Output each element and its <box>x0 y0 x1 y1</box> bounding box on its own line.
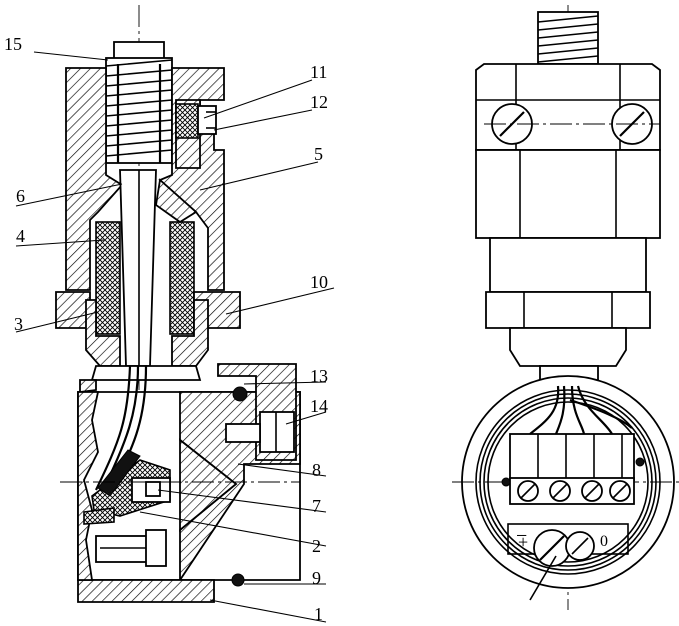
lock-screw <box>175 103 217 139</box>
label-5: 5 <box>314 144 323 164</box>
exterior-thread <box>537 11 599 65</box>
electronics-housing <box>77 363 301 603</box>
exterior-hex-upper <box>475 63 661 151</box>
label-11: 11 <box>310 62 327 82</box>
mark-zero: 0 <box>600 533 608 550</box>
label-14: 14 <box>310 396 328 416</box>
label-10: 10 <box>310 272 328 292</box>
thread-fitting <box>105 41 173 164</box>
section-view: 15 11 12 5 6 4 10 3 13 14 8 7 2 9 1 <box>4 5 335 624</box>
housing-3 <box>85 299 209 381</box>
terminal-board <box>83 449 171 567</box>
label-1: 1 <box>314 604 323 624</box>
label-6: 6 <box>16 186 25 206</box>
exterior-terminal-block <box>501 433 645 505</box>
label-12: 12 <box>310 92 328 112</box>
label-8: 8 <box>312 460 321 480</box>
exterior-adjusters: − + 0 <box>507 523 629 601</box>
callout-labels: 15 11 12 5 6 4 10 3 13 14 8 7 2 9 1 <box>4 34 328 624</box>
label-9: 9 <box>312 568 321 588</box>
label-4: 4 <box>16 226 25 246</box>
label-13: 13 <box>310 366 328 386</box>
exterior-hex-lower <box>475 149 661 387</box>
mark-minus: − <box>516 525 527 547</box>
leader-lines <box>15 51 335 623</box>
label-15: 15 <box>4 34 22 54</box>
exterior-wires <box>529 385 633 435</box>
label-3: 3 <box>14 314 23 334</box>
cone-5 <box>155 178 198 224</box>
label-2: 2 <box>312 536 321 556</box>
exterior-view: − + 0 <box>452 5 679 610</box>
pressure-channel <box>119 169 157 367</box>
mark-plus: + <box>518 532 528 552</box>
label-7: 7 <box>312 496 321 516</box>
